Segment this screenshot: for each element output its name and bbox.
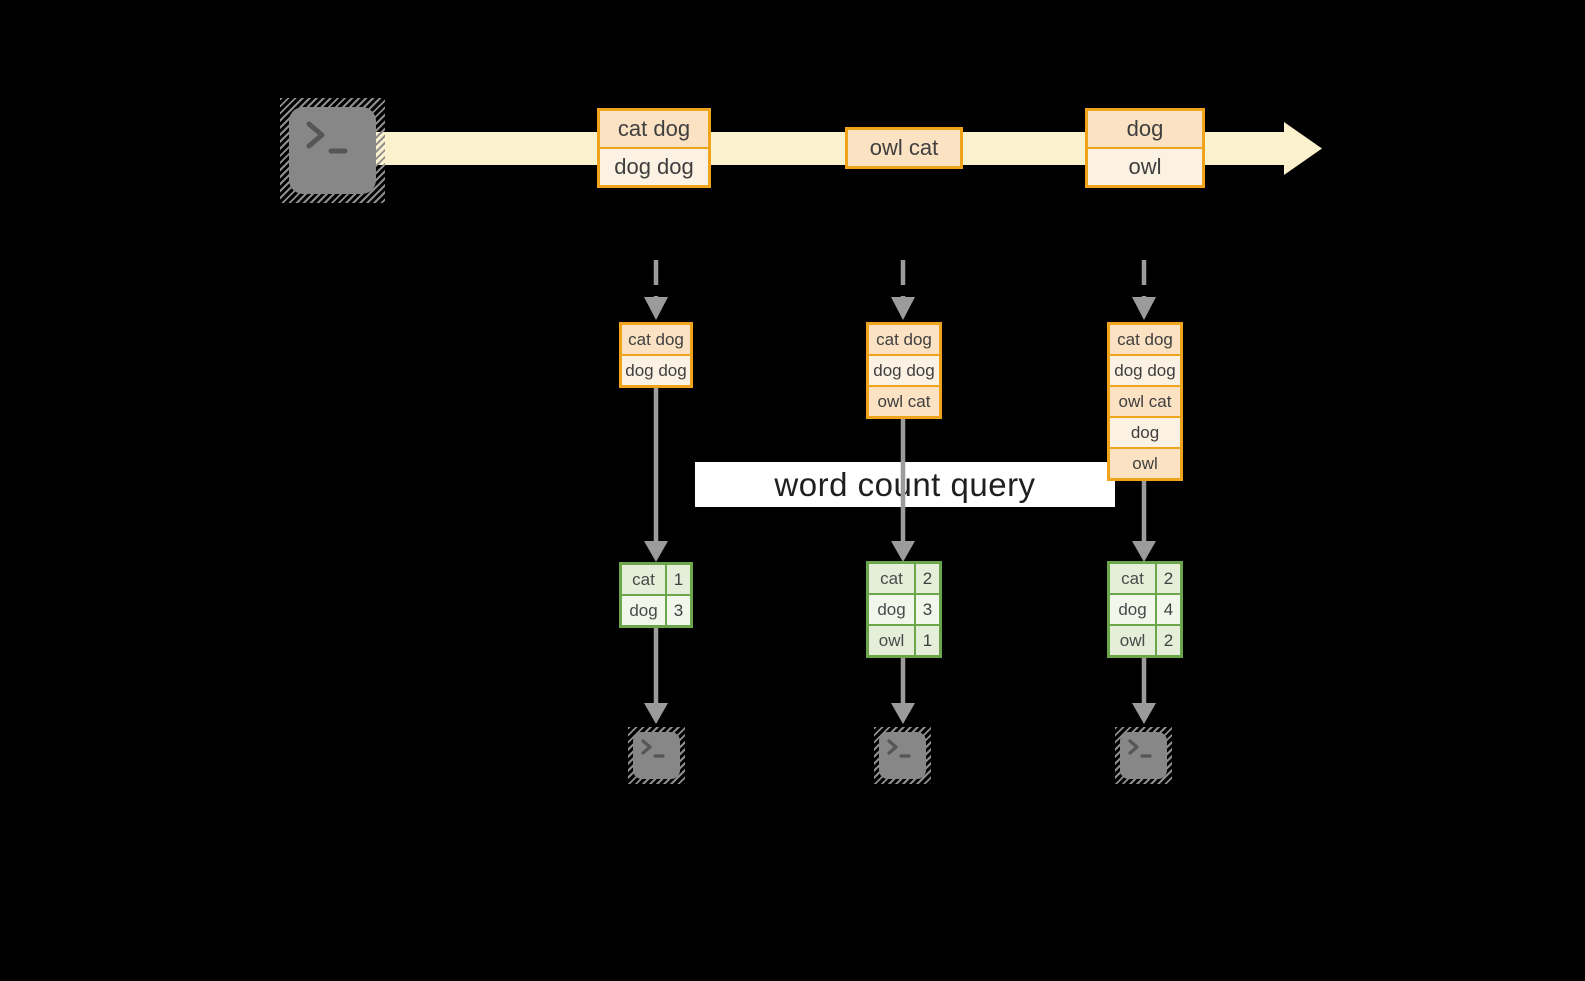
- word-cell: dog: [622, 596, 665, 625]
- event-stack-col1: cat dog dog dog: [619, 322, 693, 388]
- timeline-event-1: cat dog dog dog: [597, 108, 711, 188]
- count-table-col1: cat 1 dog 3: [619, 562, 693, 628]
- table-row: dog 3: [869, 595, 939, 624]
- count-cell: 3: [667, 596, 690, 625]
- stack-row: dog: [1110, 418, 1180, 447]
- output-arrowhead-col3-icon: [1132, 703, 1156, 724]
- dashed-arrowhead-col3-icon: [1132, 297, 1156, 320]
- timeline-event-3-row1: dog: [1088, 111, 1202, 147]
- count-cell: 3: [916, 595, 939, 624]
- word-cell: owl: [869, 626, 914, 655]
- count-cell: 2: [916, 564, 939, 593]
- terminal-screen: [879, 732, 926, 779]
- count-cell: 4: [1157, 595, 1180, 624]
- table-row: owl 2: [1110, 626, 1180, 655]
- banner-word-count-query: word count query: [695, 462, 1115, 507]
- stack-row: owl cat: [869, 387, 939, 416]
- banner-label: word count query: [774, 465, 1036, 503]
- output-arrowhead-col2-icon: [891, 703, 915, 724]
- stack-row: cat dog: [869, 325, 939, 354]
- sink-terminal-col1-icon: [628, 727, 685, 784]
- terminal-prompt-icon: [306, 121, 348, 154]
- source-terminal-icon: [280, 98, 385, 203]
- dashed-arrows: [644, 260, 1156, 320]
- dashed-arrowhead-col2-icon: [891, 297, 915, 320]
- word-cell: cat: [1110, 564, 1155, 593]
- terminal-prompt-icon: [887, 739, 911, 758]
- query-arrowhead-col3-icon: [1132, 541, 1156, 562]
- count-table-col3: cat 2 dog 4 owl 2: [1107, 561, 1183, 658]
- timeline-event-2: owl cat: [845, 127, 963, 169]
- word-cell: owl: [1110, 626, 1155, 655]
- dashed-arrowhead-col1-icon: [644, 297, 668, 320]
- terminal-screen: [289, 107, 376, 194]
- timeline-event-3-row2: owl: [1088, 149, 1202, 185]
- query-arrowhead-col1-icon: [644, 541, 668, 562]
- table-row: cat 2: [1110, 564, 1180, 593]
- count-cell: 1: [916, 626, 939, 655]
- count-cell: 1: [667, 565, 690, 594]
- table-row: cat 1: [622, 565, 690, 594]
- sink-terminal-col3-icon: [1115, 727, 1172, 784]
- stream-arrowhead-icon: [1284, 122, 1322, 175]
- word-cell: dog: [1110, 595, 1155, 624]
- timeline-event-3: dog owl: [1085, 108, 1205, 188]
- word-cell: cat: [869, 564, 914, 593]
- count-cell: 2: [1157, 564, 1180, 593]
- terminal-prompt-icon: [641, 739, 665, 758]
- event-stack-col2: cat dog dog dog owl cat: [866, 322, 942, 419]
- table-row: cat 2: [869, 564, 939, 593]
- word-cell: dog: [869, 595, 914, 624]
- output-arrowhead-col1-icon: [644, 703, 668, 724]
- timeline-event-1-row1: cat dog: [600, 111, 708, 147]
- sink-terminal-col2-icon: [874, 727, 931, 784]
- count-cell: 2: [1157, 626, 1180, 655]
- terminal-screen: [633, 732, 680, 779]
- stack-row: owl: [1110, 449, 1180, 478]
- table-row: dog 4: [1110, 595, 1180, 624]
- stack-row: dog dog: [869, 356, 939, 385]
- table-row: owl 1: [869, 626, 939, 655]
- timeline-event-1-row2: dog dog: [600, 149, 708, 185]
- stack-row: cat dog: [622, 325, 690, 354]
- stack-row: dog dog: [622, 356, 690, 385]
- timeline-event-2-row1: owl cat: [848, 130, 960, 166]
- table-row: dog 3: [622, 596, 690, 625]
- terminal-prompt-icon: [1128, 739, 1152, 758]
- stack-row: cat dog: [1110, 325, 1180, 354]
- event-stack-col3: cat dog dog dog owl cat dog owl: [1107, 322, 1183, 481]
- word-cell: cat: [622, 565, 665, 594]
- stack-row: owl cat: [1110, 387, 1180, 416]
- stack-row: dog dog: [1110, 356, 1180, 385]
- query-arrowhead-col2-icon: [891, 541, 915, 562]
- count-table-col2: cat 2 dog 3 owl 1: [866, 561, 942, 658]
- terminal-screen: [1120, 732, 1167, 779]
